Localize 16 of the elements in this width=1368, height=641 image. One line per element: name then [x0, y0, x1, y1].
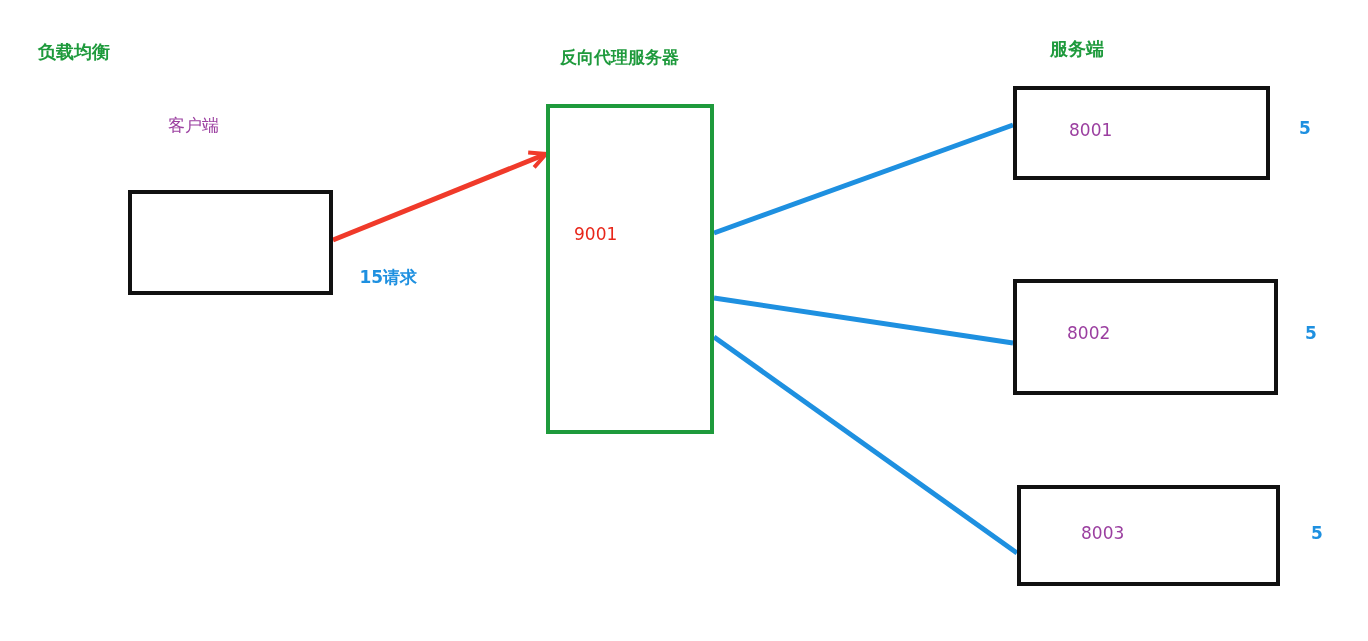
connector-line: [712, 334, 1019, 556]
port-label: 8003: [1081, 523, 1125, 543]
node-heading: 反向代理服务器: [560, 46, 679, 69]
group-heading: 服务端: [1050, 37, 1104, 61]
request-count: 5: [1305, 323, 1317, 343]
request-count: 5: [1311, 523, 1323, 543]
edge-label: 15请求: [359, 266, 418, 289]
port-label: 8001: [1069, 120, 1113, 140]
connector-line: [713, 295, 1014, 346]
arrow: [332, 150, 548, 243]
node-heading: 客户端: [168, 114, 219, 137]
port-label: 9001: [574, 224, 618, 244]
connector-line: [713, 122, 1014, 236]
request-count: 5: [1299, 118, 1311, 138]
port-label: 8002: [1067, 323, 1111, 343]
diagram-title: 负载均衡: [38, 40, 110, 64]
